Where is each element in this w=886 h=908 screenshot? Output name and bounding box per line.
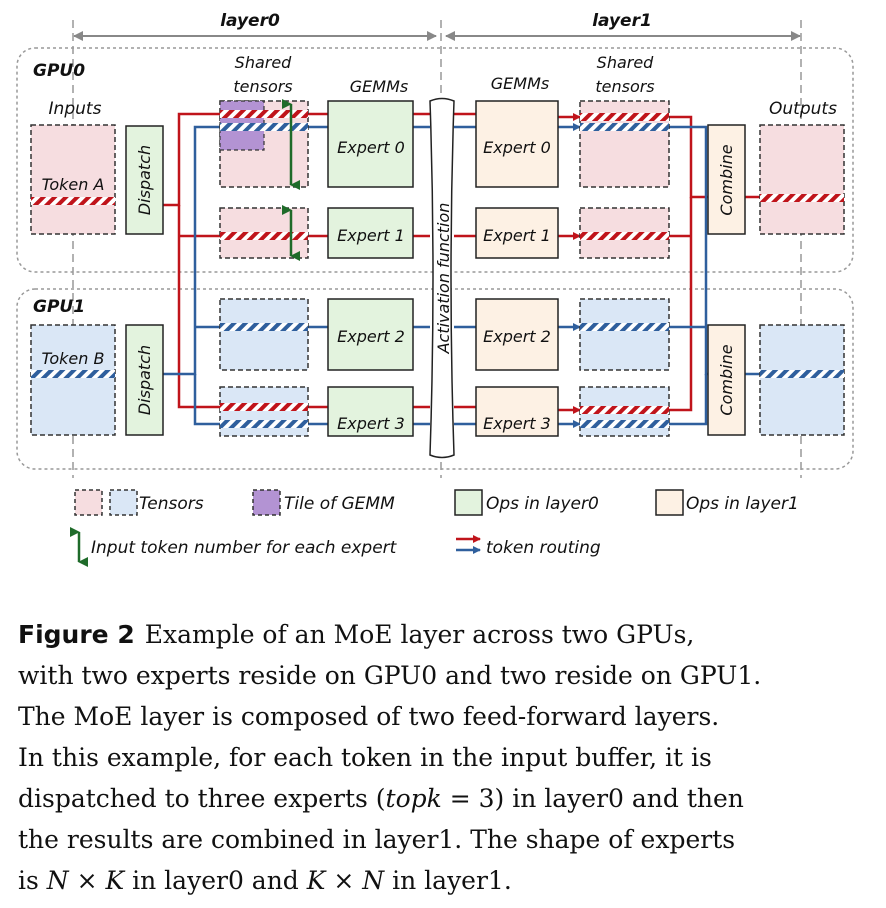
legend-token-number-label: Input token number for each expert bbox=[91, 538, 398, 558]
caption-line-3: The MoE layer is composed of two feed-fo… bbox=[18, 702, 719, 731]
combine-op-gpu1 bbox=[707, 324, 746, 436]
expert2-l0-label: Expert 2 bbox=[337, 327, 405, 346]
legend-ops-layer1-swatch bbox=[655, 489, 684, 516]
expert3-l1-label: Expert 3 bbox=[483, 414, 551, 433]
activation-function-label: Activation function bbox=[434, 203, 453, 355]
token-a-label: Token A bbox=[42, 175, 105, 194]
caption-line-4: In this example, for each token in the i… bbox=[18, 743, 712, 772]
gpu1-container bbox=[16, 288, 854, 470]
route-red-trunk bbox=[163, 112, 220, 207]
input-tensor-gpu0 bbox=[30, 124, 116, 235]
output-tensor-gpu0 bbox=[759, 124, 845, 235]
legend-ops-layer0-label: Ops in layer0 bbox=[486, 494, 599, 514]
legend-tensor-blue-swatch bbox=[109, 489, 138, 516]
route-blue-trunk bbox=[163, 125, 220, 376]
caption-label: Figure 2 bbox=[18, 620, 135, 649]
legend-tensors-label: Tensors bbox=[139, 494, 204, 514]
caption-line-7: is N × K in layer0 and K × N in layer1. bbox=[18, 866, 512, 895]
combine-label-gpu1: Combine bbox=[717, 344, 736, 415]
legend: Tensors Tile of GEMM Ops in layer0 Ops i… bbox=[70, 489, 799, 567]
combine-label-gpu0: Combine bbox=[717, 144, 736, 215]
inputs-label: Inputs bbox=[49, 99, 102, 119]
legend-tile-label: Tile of GEMM bbox=[284, 494, 395, 514]
shared-tensors-label-right-2: tensors bbox=[595, 77, 654, 96]
expert2-l0 bbox=[327, 298, 414, 371]
gemms-label-right: GEMMs bbox=[491, 74, 549, 93]
expert2-l1 bbox=[475, 298, 559, 371]
combine-op-gpu0 bbox=[707, 124, 746, 235]
input-tensor-gpu1 bbox=[30, 324, 116, 436]
dispatch-label-gpu1: Dispatch bbox=[135, 345, 154, 415]
expert0-l0 bbox=[327, 100, 414, 188]
dispatch-op-gpu1 bbox=[125, 324, 164, 436]
gemms-label-left: GEMMs bbox=[350, 77, 408, 96]
shared-tensor-l0-e3 bbox=[219, 386, 309, 437]
token-b-label: Token B bbox=[42, 349, 105, 368]
expert2-l1-label: Expert 2 bbox=[483, 327, 551, 346]
expert1-l0-label: Expert 1 bbox=[337, 226, 405, 245]
expert3-l0 bbox=[327, 386, 414, 437]
expert3-l1 bbox=[475, 386, 559, 437]
legend-ops-layer0-swatch bbox=[454, 489, 483, 516]
dispatch-op-gpu0 bbox=[125, 125, 164, 235]
caption-line-6: the results are combined in layer1. The … bbox=[18, 825, 735, 854]
expert0-l0-label: Expert 0 bbox=[337, 138, 405, 157]
token-a-stripe bbox=[31, 197, 115, 205]
shared-tensor-l1-e2 bbox=[579, 298, 670, 371]
legend-ops-layer1-label: Ops in layer1 bbox=[686, 494, 799, 514]
activation-function-box bbox=[429, 97, 455, 459]
expert1-l1-label: Expert 1 bbox=[483, 226, 551, 245]
output-tensor-gpu1 bbox=[759, 324, 845, 436]
shared-tensors-label-right-1: Shared bbox=[597, 53, 655, 72]
expert1-l0 bbox=[327, 207, 414, 259]
layer0-label: layer0 bbox=[220, 11, 280, 31]
legend-tensor-pink-swatch bbox=[74, 489, 103, 516]
outputs-label: Outputs bbox=[769, 99, 837, 119]
gpu1-label: GPU1 bbox=[33, 297, 85, 317]
expert3-l0-label: Expert 3 bbox=[337, 414, 405, 433]
expert1-l1 bbox=[475, 207, 559, 259]
gpu0-label: GPU0 bbox=[33, 61, 85, 81]
routing-wires bbox=[163, 112, 760, 428]
token-b-stripe bbox=[31, 370, 115, 378]
shared-tensors-label-left-2: tensors bbox=[233, 77, 292, 96]
shared-tensors-label-left-1: Shared bbox=[235, 53, 293, 72]
layer1-label: layer1 bbox=[592, 11, 652, 31]
caption-line-5: dispatched to three experts (topk = 3) i… bbox=[18, 784, 744, 813]
legend-routing-label: token routing bbox=[486, 538, 601, 558]
shared-tensor-l0-e2 bbox=[219, 298, 309, 371]
expert0-l1-label: Expert 0 bbox=[483, 138, 551, 157]
dispatch-label-gpu0: Dispatch bbox=[135, 145, 154, 215]
expert0-l1 bbox=[475, 100, 559, 188]
caption-line-2: with two experts reside on GPU0 and two … bbox=[18, 661, 761, 690]
legend-tile-swatch bbox=[252, 489, 281, 516]
